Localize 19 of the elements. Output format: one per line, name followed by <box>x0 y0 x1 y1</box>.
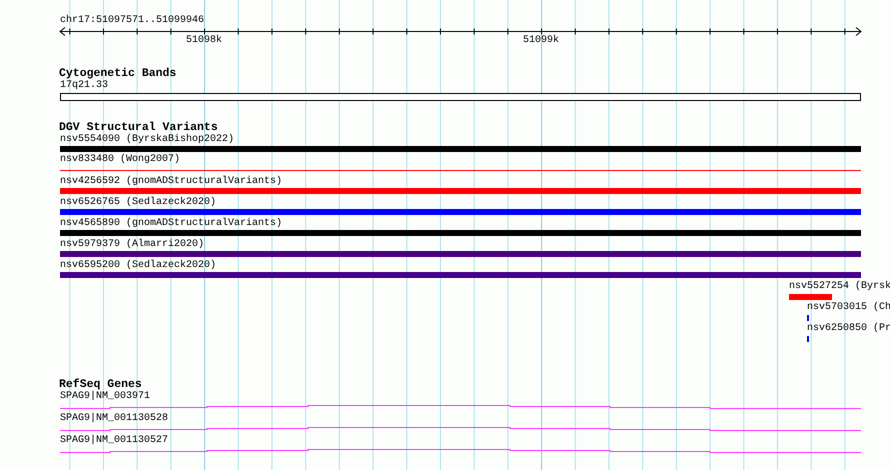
variant-name: nsv6526765 (Sedlazeck2020) <box>60 197 216 209</box>
tick-label: 51098k <box>186 35 222 47</box>
variant-name: nsv6250850 (Pr <box>807 323 890 335</box>
track-title: Cytogenetic Bands <box>59 67 176 80</box>
coordinate-range: chr17:51097571..51099946 <box>60 15 204 27</box>
variant-name: nsv5554090 (ByrskaBishop2022) <box>60 134 234 146</box>
gene-name: SPAG9|NM_001130528 <box>60 413 168 425</box>
variant-name: nsv833480 (Wong2007) <box>60 154 180 166</box>
variant-name: nsv5979379 (Almarri2020) <box>60 239 204 251</box>
variant-name: nsv4565890 (gnomADStructuralVariants) <box>60 218 282 230</box>
variant-name: nsv5703015 (Ch <box>807 302 890 314</box>
tick-label: 51099k <box>523 35 559 47</box>
variant-name: nsv4256592 (gnomADStructuralVariants) <box>60 176 282 188</box>
variant-name: nsv6595200 (Sedlazeck2020) <box>60 260 216 272</box>
gene-name: SPAG9|NM_003971 <box>60 391 150 403</box>
track-title: DGV Structural Variants <box>59 121 218 134</box>
band-name: 17q21.33 <box>60 80 108 92</box>
gene-name: SPAG9|NM_001130527 <box>60 435 168 447</box>
track-title: RefSeq Genes <box>59 378 142 391</box>
